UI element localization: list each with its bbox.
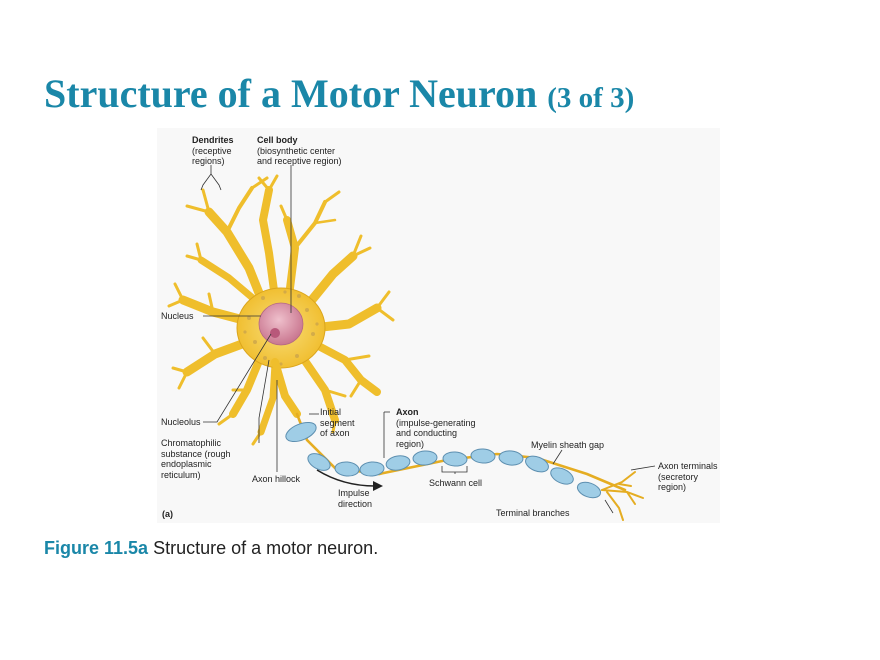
label-terminal-branches: Terminal branches bbox=[496, 508, 570, 518]
myelin-segment bbox=[385, 455, 411, 471]
label-impulse-direction: Impulse direction bbox=[338, 488, 373, 509]
impulse-direction-arrow bbox=[316, 469, 383, 491]
myelin-segment bbox=[359, 461, 385, 477]
label-axon-title: Axon bbox=[396, 407, 419, 417]
nucleolus-shape bbox=[270, 328, 280, 338]
myelin-segment bbox=[334, 461, 360, 477]
chromatophilic-granules bbox=[243, 290, 319, 366]
label-dendrites: Dendrites (receptive regions) bbox=[192, 135, 234, 167]
label-cell-body-desc: (biosynthetic center and receptive regio… bbox=[257, 145, 342, 167]
dendrite-tree bbox=[167, 174, 395, 446]
label-nucleus: Nucleus bbox=[161, 311, 194, 321]
label-dendrites-desc: (receptive regions) bbox=[192, 145, 232, 167]
label-initial-segment: Initial segment of axon bbox=[320, 407, 355, 438]
myelin-segment bbox=[285, 421, 317, 443]
myelin-segment bbox=[470, 448, 496, 464]
myelin-segment bbox=[412, 450, 438, 466]
myelin-segment bbox=[307, 453, 331, 471]
panel-label: (a) bbox=[162, 509, 173, 519]
myelin-segment bbox=[576, 481, 602, 499]
label-axon-desc: (impulse-generating and conducting regio… bbox=[396, 417, 476, 449]
label-cell-body-title: Cell body bbox=[257, 135, 298, 145]
label-axon: Axon (impulse-generating and conducting … bbox=[396, 407, 476, 449]
axon-hillock-shape bbox=[271, 358, 301, 418]
label-dendrites-title: Dendrites bbox=[192, 135, 234, 145]
myelin-segment bbox=[442, 451, 468, 467]
myelin-sheath bbox=[285, 421, 602, 499]
myelin-segment bbox=[550, 467, 574, 485]
label-axon-terminals: Axon terminals (secretory region) bbox=[658, 461, 718, 492]
neuron-diagram bbox=[167, 165, 656, 521]
title-subtitle: (3 of 3) bbox=[547, 82, 635, 114]
label-cell-body: Cell body (biosynthetic center and recep… bbox=[257, 135, 342, 167]
label-myelin-sheath-gap: Myelin sheath gap bbox=[531, 440, 605, 450]
myelin-segment bbox=[498, 450, 524, 466]
label-chromatophilic-substance: Chromatophilic substance (rough endoplas… bbox=[161, 438, 231, 480]
label-axon-hillock: Axon hillock bbox=[252, 474, 301, 484]
caption-text: Structure of a motor neuron. bbox=[153, 538, 379, 558]
leader-lines bbox=[200, 165, 656, 514]
figure-caption: Figure 11.5a Structure of a motor neuron… bbox=[44, 538, 378, 559]
axon-terminal-branches bbox=[601, 471, 644, 521]
label-schwann-cell: Schwann cell bbox=[429, 478, 483, 488]
neuron-figure: Dendrites (receptive regions) Cell body … bbox=[157, 128, 720, 523]
caption-figure-number: Figure 11.5a bbox=[44, 538, 149, 558]
title-main: Structure of a Motor Neuron bbox=[44, 71, 538, 116]
label-nucleolus: Nucleolus bbox=[161, 417, 201, 427]
nucleus-shape bbox=[258, 302, 304, 346]
myelin-segment bbox=[525, 455, 549, 473]
slide-title: Structure of a Motor Neuron (3 of 3) bbox=[44, 70, 634, 117]
